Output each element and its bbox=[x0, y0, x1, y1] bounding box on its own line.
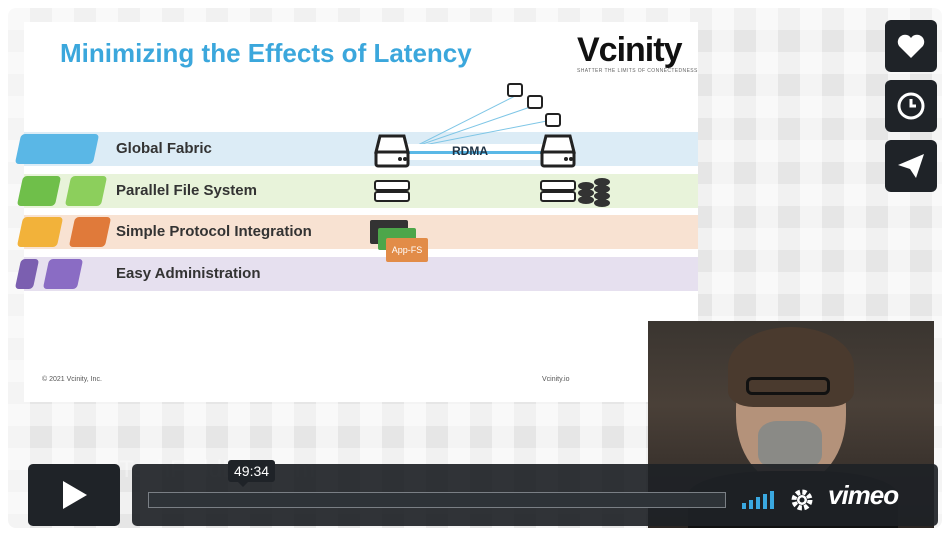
appliance-right-icon bbox=[540, 134, 576, 168]
row-global-fabric: Global Fabric bbox=[14, 132, 698, 166]
vcinity-logo: Vcinity SHATTER THE LIMITS OF CONNECTEDN… bbox=[577, 31, 698, 74]
row-label: Easy Administration bbox=[116, 265, 261, 282]
progress-bar[interactable] bbox=[148, 492, 726, 508]
player-controls: 49:34 vimeo bbox=[28, 460, 938, 526]
presentation-slide: Minimizing the Effects of Latency Vcinit… bbox=[14, 22, 698, 402]
video-frame[interactable]: Minimizing the Effects of Latency Vcinit… bbox=[8, 8, 942, 528]
row-label: Simple Protocol Integration bbox=[116, 223, 312, 240]
slide-title: Minimizing the Effects of Latency bbox=[60, 38, 472, 68]
clock-icon bbox=[897, 92, 925, 120]
server-storage-icon bbox=[540, 178, 610, 207]
app-fs-icon: App-FS bbox=[370, 220, 430, 264]
control-bar: 49:34 vimeo bbox=[132, 460, 938, 526]
row-label: Global Fabric bbox=[116, 140, 212, 157]
rdma-label: RDMA bbox=[452, 144, 488, 158]
heart-icon bbox=[897, 34, 925, 58]
row-easy-administration: Easy Administration bbox=[14, 257, 698, 291]
slide-site: Vcinity.io bbox=[542, 376, 570, 383]
watch-later-button[interactable] bbox=[885, 80, 937, 132]
row-label: Parallel File System bbox=[116, 182, 257, 199]
settings-gear-icon[interactable] bbox=[790, 488, 814, 512]
share-button[interactable] bbox=[885, 140, 937, 192]
server-left-icon bbox=[374, 180, 410, 202]
vimeo-logo[interactable]: vimeo bbox=[828, 480, 899, 510]
row-simple-protocol: Simple Protocol Integration bbox=[16, 215, 698, 249]
play-button[interactable] bbox=[28, 464, 120, 526]
network-diagram bbox=[413, 83, 561, 148]
like-button[interactable] bbox=[885, 20, 937, 72]
appliance-left-icon bbox=[374, 134, 410, 168]
volume-icon[interactable] bbox=[742, 490, 778, 510]
play-icon bbox=[63, 481, 87, 509]
rdma-link bbox=[404, 151, 552, 154]
slide-copyright: © 2021 Vcinity, Inc. bbox=[42, 376, 102, 383]
time-tooltip: 49:34 bbox=[228, 460, 276, 487]
send-icon bbox=[898, 154, 924, 178]
